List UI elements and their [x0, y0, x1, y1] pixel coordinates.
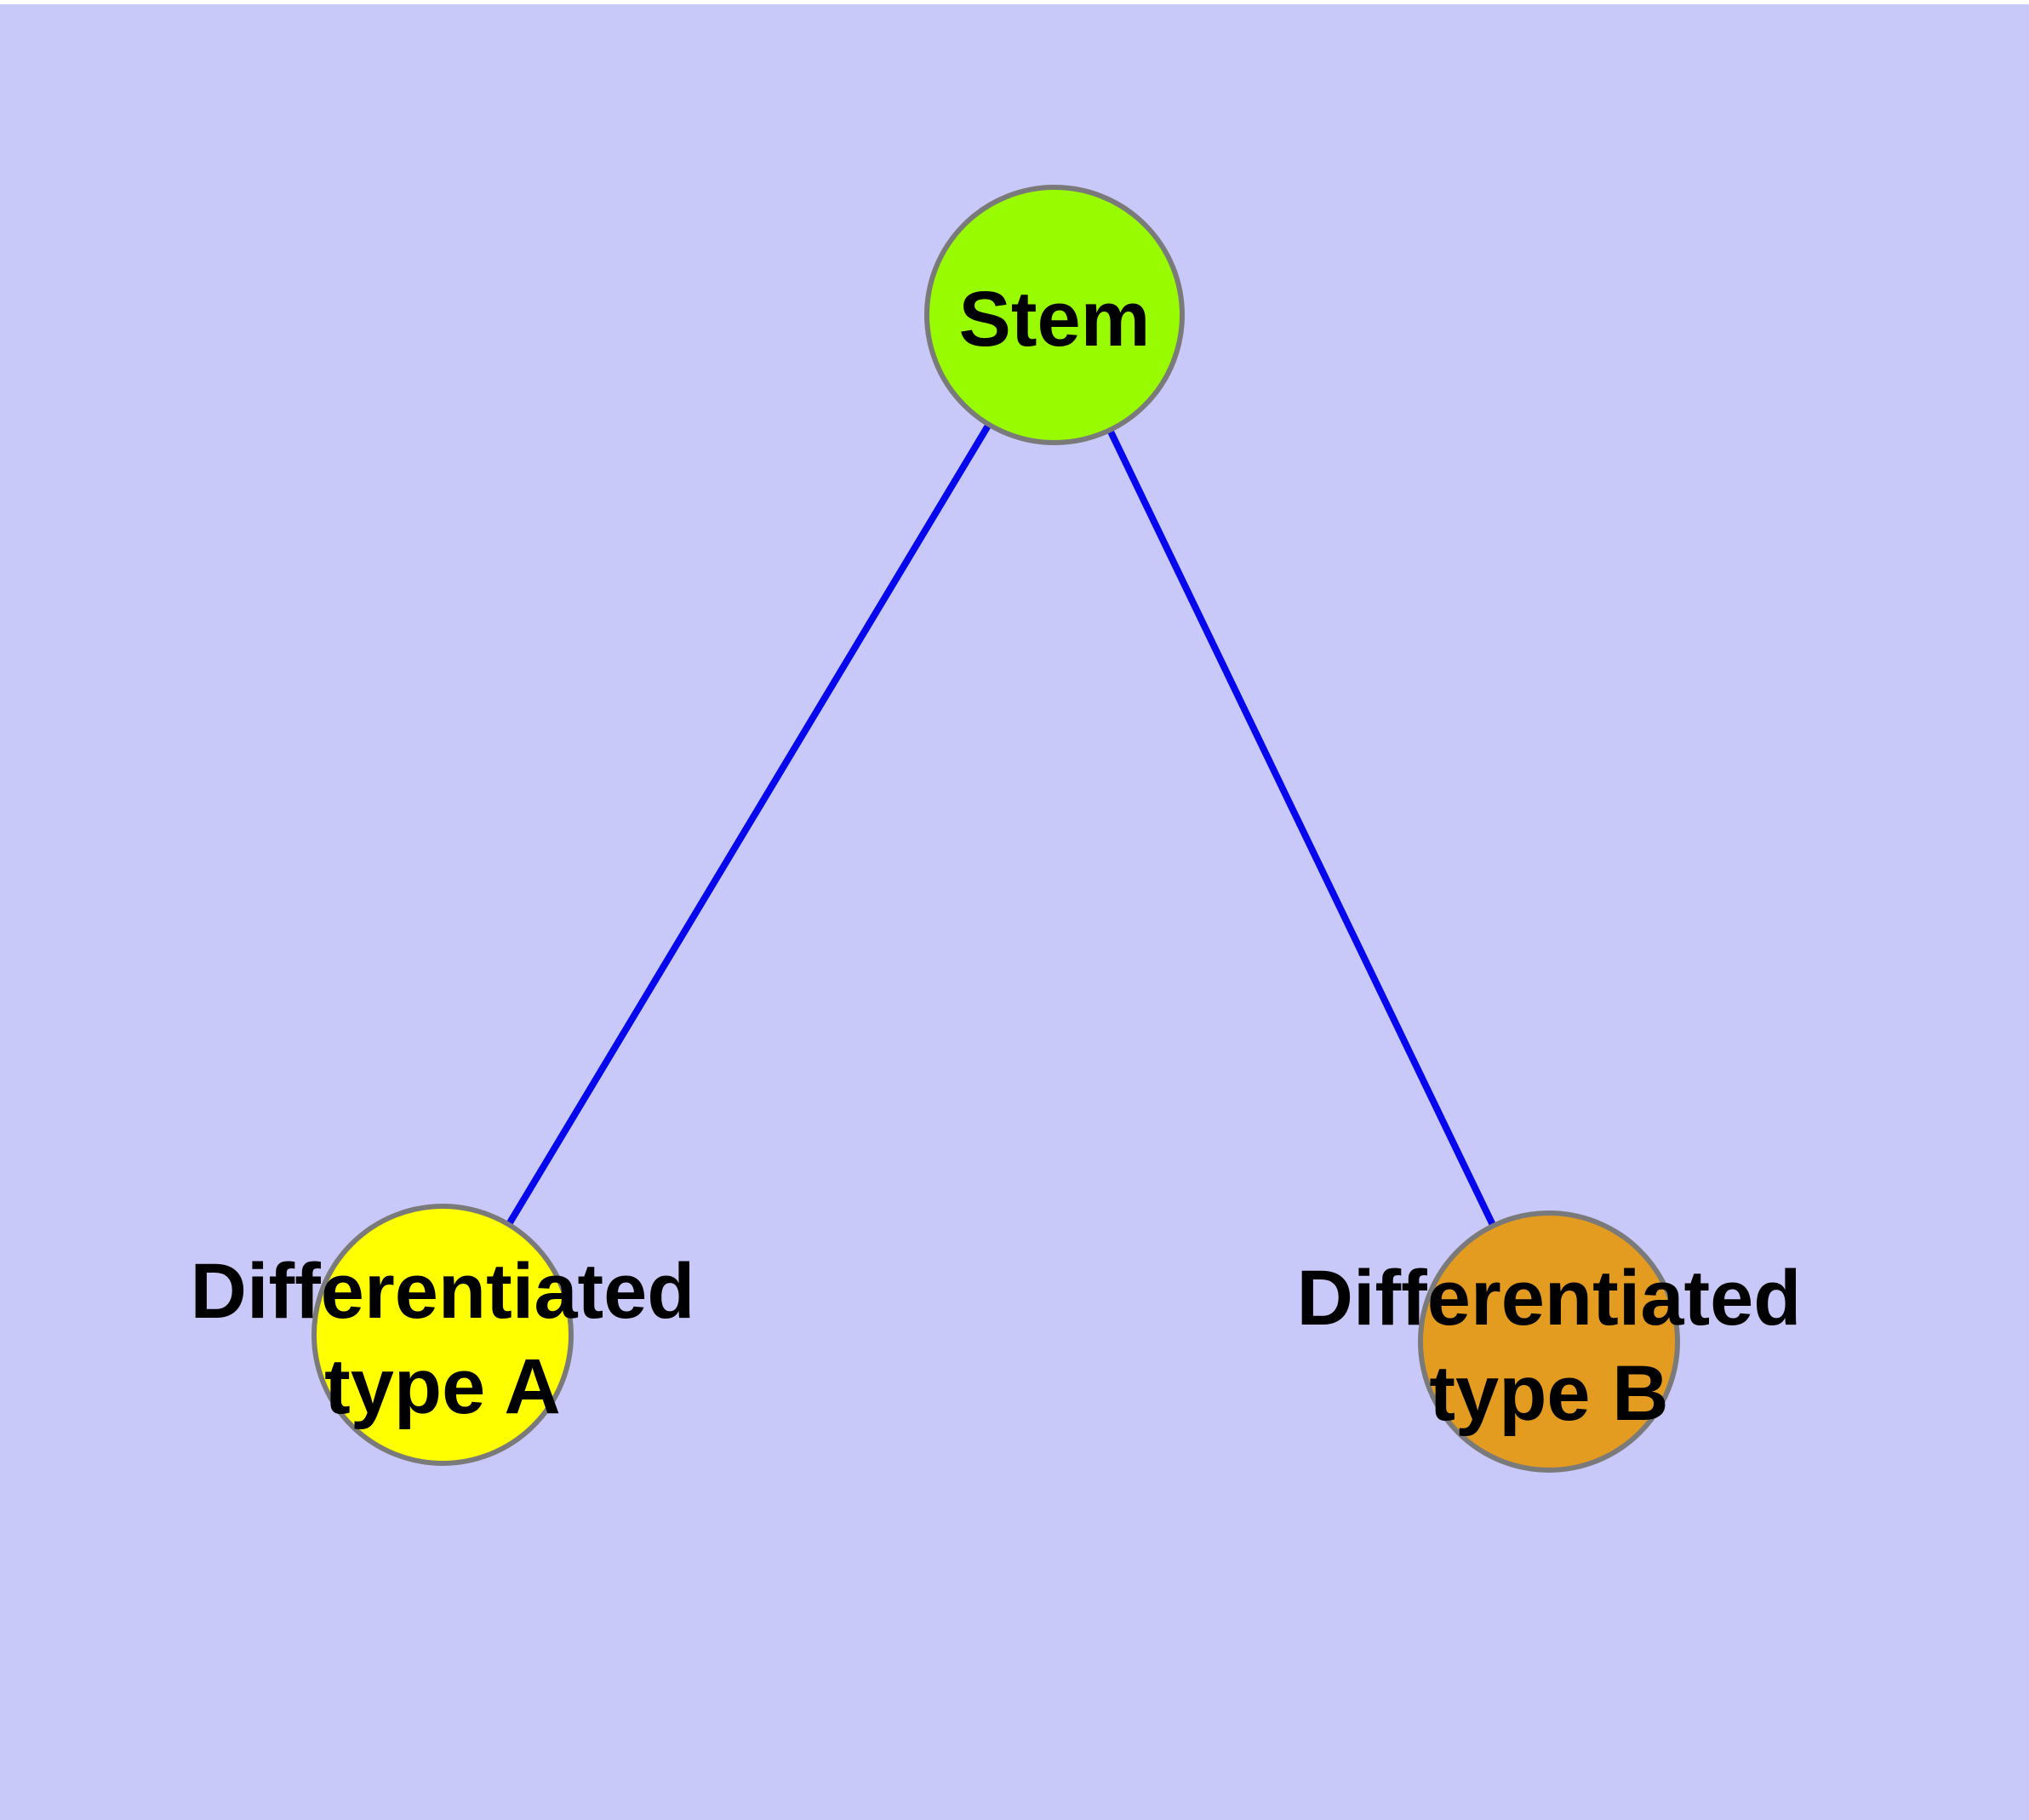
node-label-stem: Stem	[959, 272, 1151, 367]
edge-layer	[439, 312, 1552, 1343]
node-label-line: type A	[324, 1343, 561, 1430]
graph-edge-stem-diff-type-a	[439, 312, 1058, 1337]
node-label-line: Stem	[958, 276, 1151, 363]
graph-node-stem	[924, 185, 1185, 445]
node-label-line: Differentiated	[1296, 1255, 1802, 1342]
node-label-line: type B	[1429, 1350, 1669, 1437]
node-label-line: Differentiated	[190, 1248, 695, 1335]
graph-svg	[0, 4, 2029, 1820]
graph-edge-stem-diff-type-b	[1051, 313, 1552, 1343]
node-layer	[311, 185, 1680, 1473]
graph-node-diff-type-a	[311, 1204, 574, 1466]
graph-node-diff-type-b	[1418, 1210, 1680, 1473]
